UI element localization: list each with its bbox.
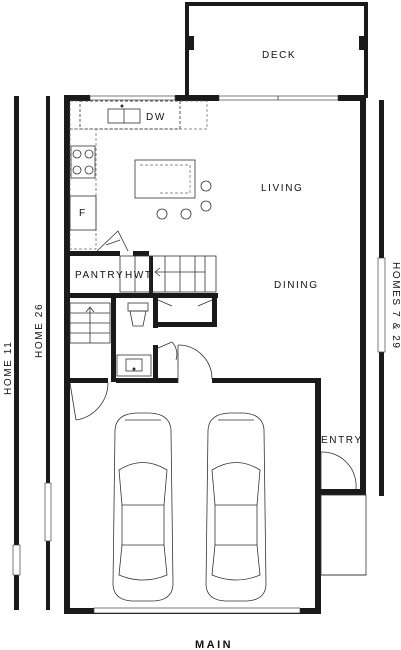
vanity-icon — [116, 354, 152, 377]
bar-stools — [156, 180, 212, 220]
label-home-11: HOME 11 — [3, 341, 14, 395]
label-living: LIVING — [261, 183, 303, 194]
label-dishwasher: DW — [146, 112, 166, 123]
interior-walls — [70, 159, 321, 383]
kitchen — [69, 100, 212, 250]
exterior-walls — [64, 95, 366, 614]
stairs-up — [96, 230, 217, 293]
label-dining: DINING — [274, 280, 319, 291]
neighbor-wall-home-26 — [44, 96, 52, 610]
label-hwt: HWT — [125, 270, 153, 281]
label-homes-7-29: HOMES 7 & 29 — [390, 262, 401, 350]
toilet-icon — [127, 302, 149, 327]
sink-icon — [107, 104, 141, 124]
label-pantry: PANTRY — [75, 270, 124, 281]
car-icon-right — [205, 412, 267, 602]
doors — [69, 299, 367, 576]
label-deck: DECK — [262, 50, 296, 61]
cooktop-icon — [70, 145, 96, 179]
powder-room — [116, 302, 152, 377]
neighbor-wall-homes-7-29 — [377, 100, 386, 496]
neighbor-wall-home-11 — [12, 96, 21, 610]
label-home-26: HOME 26 — [34, 303, 45, 358]
label-entry: ENTRY — [321, 435, 363, 446]
stairs-down — [69, 302, 111, 344]
deck-outline — [185, 2, 368, 98]
car-icon-left — [112, 412, 174, 602]
label-fridge: F — [79, 208, 87, 219]
label-level: MAIN — [195, 639, 233, 650]
